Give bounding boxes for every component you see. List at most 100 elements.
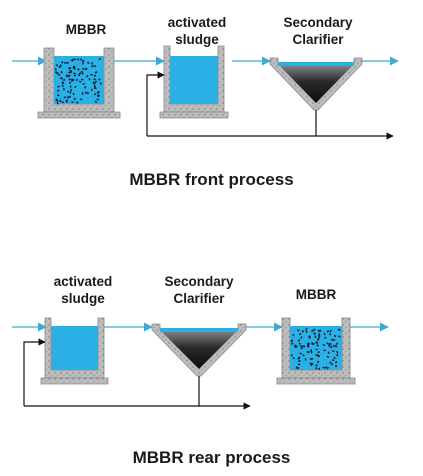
carrier-particle [78, 80, 82, 83]
carrier-particle [94, 80, 97, 83]
carrier-particle [328, 344, 331, 348]
carrier-particle [334, 345, 338, 348]
carrier-particle [57, 73, 61, 76]
carrier-particle [88, 77, 91, 81]
carrier-particle [77, 58, 80, 61]
carrier-particle [312, 328, 316, 331]
carrier-particle [57, 94, 60, 97]
carrier-particle [84, 86, 87, 89]
carrier-particle [65, 74, 68, 77]
carrier-particle [315, 341, 318, 344]
carrier-particle [334, 365, 338, 367]
carrier-particle [303, 345, 306, 348]
carrier-particle [332, 344, 336, 347]
carrier-particle [314, 332, 316, 335]
carrier-particle [317, 334, 321, 338]
carrier-particle [81, 72, 84, 75]
carrier-particle [336, 353, 339, 357]
carrier-particle [305, 330, 308, 333]
carrier-particle [73, 72, 76, 75]
carrier-particle [94, 100, 98, 104]
carrier-particle [323, 332, 326, 336]
carrier-particle [295, 366, 298, 369]
carrier-particle [314, 335, 317, 339]
carrier-particle [55, 64, 59, 67]
carrier-particle [311, 342, 313, 345]
carrier-particle [292, 357, 295, 360]
carrier-particle [326, 355, 330, 358]
carrier-particle [310, 351, 313, 354]
carrier-particle [63, 78, 65, 81]
carrier-particle [297, 339, 301, 342]
carrier-particle [80, 78, 84, 81]
carrier-particle [82, 60, 85, 62]
carrier-particle [93, 92, 97, 96]
carrier-particle [54, 68, 57, 71]
carrier-particle [322, 344, 326, 347]
carrier-particle [310, 349, 312, 352]
carrier-particle [323, 349, 326, 352]
carrier-particle [76, 101, 79, 104]
carrier-particle [297, 357, 300, 360]
front-unit-2-label: activated sludge [167, 15, 227, 47]
front-mbbr-tank [37, 47, 121, 119]
settled-sludge [160, 330, 238, 369]
carrier-particle [98, 57, 101, 61]
carrier-particle [311, 330, 314, 332]
carrier-particle [335, 342, 338, 346]
carrier-particle [298, 359, 301, 363]
carrier-particle [73, 74, 77, 77]
carrier-particle [316, 360, 320, 364]
carrier-particle [300, 336, 303, 339]
carrier-particle [82, 82, 85, 85]
carrier-particle [61, 81, 64, 84]
front-return-sludge-line [146, 71, 394, 140]
carrier-particle [334, 361, 338, 364]
carrier-media [290, 327, 341, 371]
carrier-particle [57, 85, 60, 88]
carrier-particle [97, 94, 100, 97]
carrier-particle [91, 64, 94, 68]
carrier-particle [76, 78, 78, 82]
carrier-particle [77, 74, 81, 77]
carrier-particle [304, 358, 307, 361]
rear-return-sludge-line [23, 338, 251, 410]
carrier-particle [329, 329, 332, 333]
carrier-particle [68, 78, 72, 81]
carrier-particle [61, 101, 64, 103]
front-process-caption: MBBR front process [129, 170, 294, 189]
carrier-particle [309, 358, 313, 360]
carrier-particle [315, 367, 318, 370]
carrier-particle [302, 354, 305, 357]
carrier-particle [74, 85, 77, 89]
front-unit-1-label: MBBR [65, 22, 107, 37]
aeration-water [170, 56, 218, 104]
carrier-particle [333, 356, 336, 360]
mbbr-water [54, 56, 104, 104]
carrier-particle [306, 342, 310, 345]
carrier-particle [93, 65, 97, 68]
carrier-particle [64, 61, 67, 64]
carrier-particle [59, 99, 62, 102]
carrier-particle [317, 351, 320, 354]
rear-unit-3-label: MBBR [295, 287, 337, 302]
carrier-particle [69, 91, 72, 94]
carrier-particle [322, 366, 326, 369]
carrier-particle [94, 85, 97, 89]
carrier-particle [65, 99, 69, 102]
carrier-particle [329, 333, 332, 336]
carrier-particle [316, 338, 320, 342]
carrier-particle [73, 97, 77, 101]
carrier-particle [60, 70, 63, 74]
carrier-particle [293, 344, 297, 347]
carrier-particle [94, 87, 97, 89]
rear-secondary-clarifier [151, 323, 247, 377]
carrier-particle [317, 354, 321, 358]
carrier-particle [72, 92, 75, 96]
carrier-particle [94, 71, 98, 74]
front-secondary-clarifier [269, 57, 363, 111]
carrier-particle [93, 78, 96, 81]
carrier-particle [54, 71, 58, 74]
